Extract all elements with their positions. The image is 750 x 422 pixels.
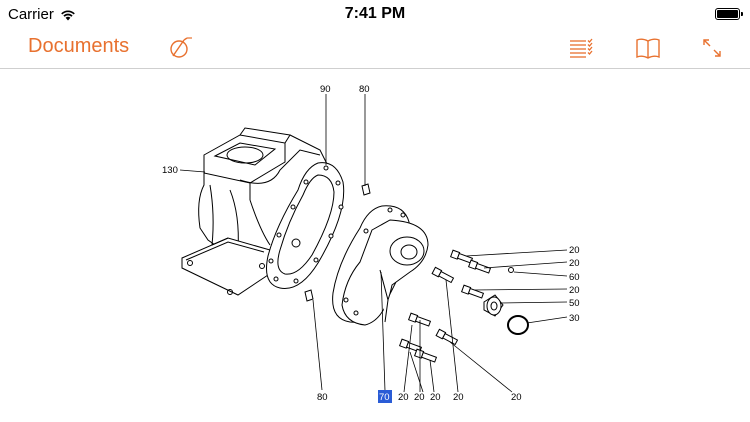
sleeve-50[interactable] [483, 294, 504, 317]
o-ring-30[interactable] [507, 315, 529, 335]
carrier-group: Carrier [8, 6, 76, 23]
leader-lines [179, 94, 568, 393]
clock: 7:41 PM [344, 5, 406, 22]
gasket-90[interactable] [266, 162, 345, 289]
callout-20-r3[interactable]: 20 [569, 285, 580, 296]
callout-20-r1[interactable]: 20 [569, 245, 580, 256]
callout-60[interactable]: 60 [569, 272, 580, 283]
dowel-pin-bottom[interactable] [304, 289, 314, 302]
callout-20-b2[interactable]: 20 [414, 392, 425, 403]
documents-back-button[interactable]: Documents [28, 35, 130, 57]
book-icon[interactable] [634, 34, 662, 62]
callout-130[interactable]: 130 [162, 165, 178, 176]
callout-20-b4[interactable]: 20 [453, 392, 464, 403]
callout-90[interactable]: 90 [320, 84, 331, 95]
small-plug-60[interactable] [508, 267, 514, 273]
callout-80-top[interactable]: 80 [359, 84, 370, 95]
exploded-parts-drawing[interactable]: 130 90 80 80 70 20 20 60 20 50 30 20 20 … [0, 69, 750, 422]
screws[interactable] [398, 249, 492, 363]
wifi-icon [61, 10, 75, 20]
callout-50[interactable]: 50 [569, 298, 580, 309]
carrier-label: Carrier [8, 6, 54, 23]
expand-icon[interactable] [698, 34, 726, 62]
callout-20-b1[interactable]: 20 [398, 392, 409, 403]
dowel-pin-top[interactable] [361, 183, 371, 196]
end-cover-70[interactable] [332, 205, 429, 326]
callout-30[interactable]: 30 [569, 313, 580, 324]
navigation-bar: Documents [0, 30, 750, 69]
callout-70-selected[interactable]: 70 [379, 392, 390, 403]
callout-80-bottom[interactable]: 80 [317, 392, 328, 403]
status-bar: Carrier 7:41 PM [0, 0, 750, 30]
battery-icon [715, 8, 743, 20]
outline-list-icon[interactable] [567, 34, 595, 62]
callout-20-b3[interactable]: 20 [430, 392, 441, 403]
callout-20-r2[interactable]: 20 [569, 258, 580, 269]
selected-part-highlight [378, 390, 392, 403]
callout-20-b5[interactable]: 20 [511, 392, 522, 403]
measure-tool-icon[interactable] [166, 34, 194, 62]
